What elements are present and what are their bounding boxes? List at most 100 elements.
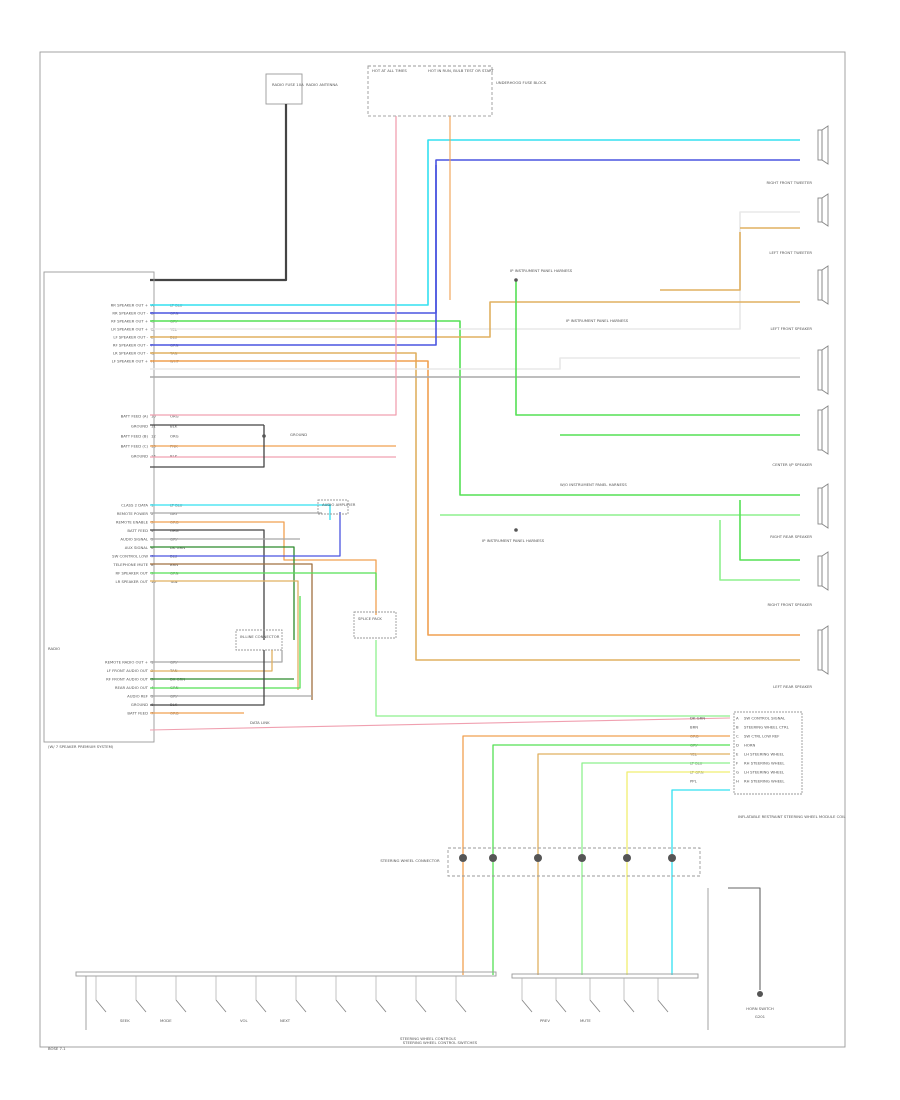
wire-grn-rf-out: [150, 572, 377, 590]
radio-antenna-label: RADIO ANTENNA: [306, 82, 338, 87]
clockspring-pin-num-3: D: [736, 743, 739, 748]
switch-contact-0: [95, 999, 107, 1013]
mid-splice-c-label: W/O INSTRUMENT PANEL HARNESS: [560, 482, 627, 487]
clockspring-pin-name-2: SW CTRL LOW REF: [744, 734, 779, 739]
switch-seek-label: SEEK: [120, 1018, 130, 1023]
clockspring-pin-wire-7: PPL: [690, 779, 698, 784]
radio-pin-name-radio_pins_top-0: RR SPEAKER OUT +: [111, 303, 148, 308]
wire-steering-down-2: [537, 753, 730, 855]
fuse-block-box: [367, 65, 493, 117]
clockspring-pin-num-1: B: [736, 725, 739, 730]
wire-tan-rear-l: [150, 352, 800, 661]
center-speaker-label: CENTER I/P SPEAKER: [772, 462, 812, 467]
wire-blk-ground-b: [150, 425, 265, 468]
wire-ltgrn-front-r: [719, 520, 800, 581]
front-tweeter-r-icon: [821, 125, 829, 165]
clockspring-pin-num-0: A: [736, 716, 739, 721]
wire-dkgrn-aux: [150, 546, 295, 640]
radio-module-note: (W/ 7 SPEAKER PREMIUM SYSTEM): [48, 744, 114, 749]
wire-org-rear-l-plus: [150, 360, 800, 636]
radio-pin-name-radio_pins_low-3: BATT FEED: [127, 528, 148, 533]
clockspring-pin-num-4: E: [736, 752, 739, 757]
radio-pin-wire-radio_pins_mid-2: ORG: [170, 434, 179, 439]
radio-pin-name-radio_pins_top-5: RF SPEAKER OUT -: [113, 343, 149, 348]
clockspring-pin-name-6: LH STEERING WHEEL: [744, 770, 785, 775]
horn-ground-node: [757, 991, 763, 997]
fuse-box-label: HOT AT ALL TIMES: [372, 68, 407, 73]
switch-bus-left: [75, 971, 497, 977]
clockspring-pin-name-7: RH STEERING WHEEL: [744, 779, 785, 784]
radio-pin-name-radio_pins_low-6: SW CONTROL LOW: [112, 554, 148, 559]
horn-ground-label: G201: [755, 1014, 766, 1019]
front-tweeter-r-label: RIGHT FRONT TWEETER: [767, 180, 813, 185]
switch-prev-label: PREV: [540, 1018, 550, 1023]
radio-pin-wire-radio_pins_mid-1: BLK: [170, 424, 178, 429]
switch-contact-7: [375, 999, 387, 1013]
steering-connector-box: [447, 847, 701, 877]
front-speaker-l-icon-body: [817, 269, 823, 301]
ipdm-label: UNDERHOOD FUSE BLOCK: [496, 80, 547, 85]
radio-fuse-label: RADIO FUSE 10A: [272, 82, 304, 87]
clockspring-pin-num-5: F: [736, 761, 738, 766]
front-tweeter-r-icon-body: [817, 129, 823, 161]
wire-tan-lf-audio: [150, 650, 273, 672]
switch-r-contact-0: [521, 999, 533, 1013]
radio-module-box: [43, 271, 155, 743]
front-tweeter-l-icon-body: [817, 197, 823, 223]
radio-pin-name-radio_pins_mid-2: BATT FEED (B): [121, 434, 149, 439]
radio-pin-name-radio_pins_low-8: RF SPEAKER OUT: [115, 571, 148, 576]
wire-steering-down-5: [671, 789, 730, 855]
front-speaker-r2-icon: [821, 551, 829, 591]
radio-pin-name-radio_pins_bottom-3: REAR AUDIO OUT: [115, 685, 149, 690]
mid-splice-a-label: IP INSTRUMENT PANEL HARNESS: [510, 268, 573, 273]
splice-block-label: SPLICE PACK: [358, 616, 382, 621]
splice-block-box: [353, 611, 397, 639]
steering-connector-pin-4: [623, 854, 631, 862]
radio-pin-num-radio_pins_mid-4: 14: [151, 454, 156, 459]
radio-pin-num-radio_pins_mid-1: 11: [151, 424, 156, 429]
radio-pin-name-radio_pins_low-7: TELEPHONE MUTE: [112, 562, 148, 567]
clockspring-pin-wire-0: DK GRN: [690, 716, 705, 721]
switch-r-contact-1: [555, 999, 567, 1013]
rear-speaker-r-label: RIGHT REAR SPEAKER: [770, 534, 812, 539]
clockspring-pin-num-6: G: [736, 770, 739, 775]
front-tweeter-l-icon: [821, 193, 829, 227]
rear-speaker-l-icon-body: [817, 629, 823, 671]
wire-tan-tweeter-jumper: [660, 232, 741, 291]
switch-next-label: NEXT: [280, 1018, 291, 1023]
radio-pin-name-radio_pins_mid-0: BATT FEED (A): [121, 414, 149, 419]
radio-pin-name-radio_pins_low-2: REMOTE ENABLE: [116, 520, 149, 525]
steering-connector-pin-0: [459, 854, 467, 862]
wire-grn-rf-plus: [150, 320, 800, 496]
radio-pin-name-radio_pins_mid-4: GROUND: [131, 454, 148, 459]
switch-contact-4: [255, 999, 267, 1013]
wire-pnk-batt-feed: [150, 116, 397, 416]
wire-org-remote-enable: [150, 521, 377, 615]
radio-antenna-box: [265, 73, 303, 105]
front-speaker-r2-icon-body: [817, 555, 823, 587]
wire-ltblu-data: [150, 504, 331, 520]
radio-pin-name-radio_pins_low-9: LR SPEAKER OUT: [116, 579, 149, 584]
data-link-label: DATA LINK: [250, 720, 270, 725]
clockspring-pin-name-0: SW CONTROL SIGNAL: [744, 716, 786, 721]
radio-pin-name-radio_pins_top-1: RR SPEAKER OUT -: [112, 311, 148, 316]
wire-wht-lf-plus: [150, 357, 800, 370]
switch-mode-label: MODE: [160, 1018, 172, 1023]
wire-blk-aux: [150, 529, 265, 640]
steering-connector-pin-3: [578, 854, 586, 862]
ground-node-a: [262, 434, 266, 438]
radio-pin-name-radio_pins_mid-1: GROUND: [131, 424, 148, 429]
radio-pin-name-radio_pins_top-6: LR SPEAKER OUT -: [113, 351, 149, 356]
wire-lt-blu-rr-plus: [150, 139, 800, 306]
clockspring-box: [733, 711, 803, 795]
radio-pin-name-radio_pins_mid-3: BATT FEED (C): [121, 444, 149, 449]
radio-pin-name-radio_pins_top-4: LF SPEAKER OUT -: [113, 335, 148, 340]
radio-pin-num-radio_pins_mid-0: 10: [151, 414, 156, 419]
wire-ltgrn-clock-a: [375, 640, 730, 717]
wire-grn-front-r: [739, 500, 800, 561]
steering-connector-pin-2: [534, 854, 542, 862]
horn-wire-b: [728, 887, 761, 990]
clockspring-pin-name-3: HORN: [744, 743, 755, 748]
radio-pin-name-radio_pins_bottom-2: RF FRONT AUDIO OUT: [106, 677, 149, 682]
wire-blu-lf-minus: [150, 165, 437, 346]
